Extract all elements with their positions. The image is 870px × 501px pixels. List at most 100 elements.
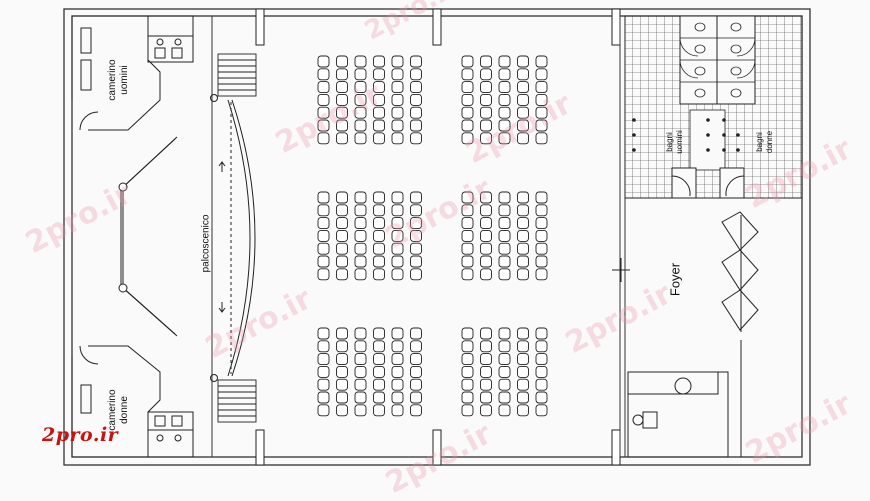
seat [373,68,385,81]
seat [517,378,529,391]
seat [535,340,548,353]
seat [373,404,385,417]
seat [391,404,404,417]
seat [498,68,511,81]
seat [354,378,367,391]
seat [354,191,367,204]
seat [480,365,492,378]
seat [336,191,348,204]
seat [480,340,492,353]
seat [410,229,422,242]
seat [391,353,404,366]
seat [354,204,367,217]
seat [410,378,422,391]
seat [535,229,548,242]
seat [391,229,404,242]
seat [354,55,367,68]
stage-stairs [217,53,257,423]
seat [336,217,348,230]
seat [391,68,404,81]
seat [336,68,348,81]
seat [480,327,492,340]
seat [461,229,474,242]
seat [498,353,511,366]
seat [336,132,348,145]
seat [517,55,529,68]
seat [373,327,385,340]
seat [461,106,474,119]
seat [373,268,385,281]
seat [517,340,529,353]
seat [535,327,548,340]
seat [317,404,330,417]
seat [517,217,529,230]
seat [461,242,474,255]
seat [317,255,330,268]
seat [354,93,367,106]
seat [373,340,385,353]
seat [317,55,330,68]
seat [391,268,404,281]
seat [517,68,529,81]
seat [461,119,474,132]
seat [535,217,548,230]
seat [317,204,330,217]
seat [373,93,385,106]
seat [373,365,385,378]
seat [535,378,548,391]
stage-front [210,94,256,382]
seat [354,268,367,281]
seat [480,378,492,391]
seat [535,106,548,119]
backstage-screens [118,136,178,337]
seat [373,353,385,366]
toilet-women-label: bagni donne [755,130,774,154]
seat [354,404,367,417]
seat [517,255,529,268]
seat [336,242,348,255]
seat [480,268,492,281]
seat [336,404,348,417]
seat [517,229,529,242]
seat [354,365,367,378]
seat [480,191,492,204]
seat [461,68,474,81]
seat [410,404,422,417]
dressing-room-men-label: camerino uomini [107,59,130,101]
seat [317,378,330,391]
seat [336,229,348,242]
seat [373,55,385,68]
seat [517,132,529,145]
seat [373,81,385,94]
seat [336,119,348,132]
seat [535,365,548,378]
seat [517,404,529,417]
seat [498,365,511,378]
seat [410,81,422,94]
seat [535,255,548,268]
seat [498,132,511,145]
foyer-area [612,197,802,458]
seat [354,106,367,119]
seat [480,242,492,255]
seat [391,378,404,391]
seat [461,132,474,145]
seat [317,68,330,81]
seat [354,391,367,404]
seat [480,217,492,230]
seat [517,106,529,119]
seat [354,132,367,145]
seat [410,268,422,281]
seat [317,217,330,230]
seat [410,93,422,106]
seat [317,327,330,340]
seat [480,68,492,81]
stage-label: palcoscenico [200,214,212,273]
seat [373,204,385,217]
seat [480,81,492,94]
seat [410,191,422,204]
audience-seating [317,55,548,417]
seat [336,378,348,391]
seat [461,255,474,268]
seat [480,255,492,268]
